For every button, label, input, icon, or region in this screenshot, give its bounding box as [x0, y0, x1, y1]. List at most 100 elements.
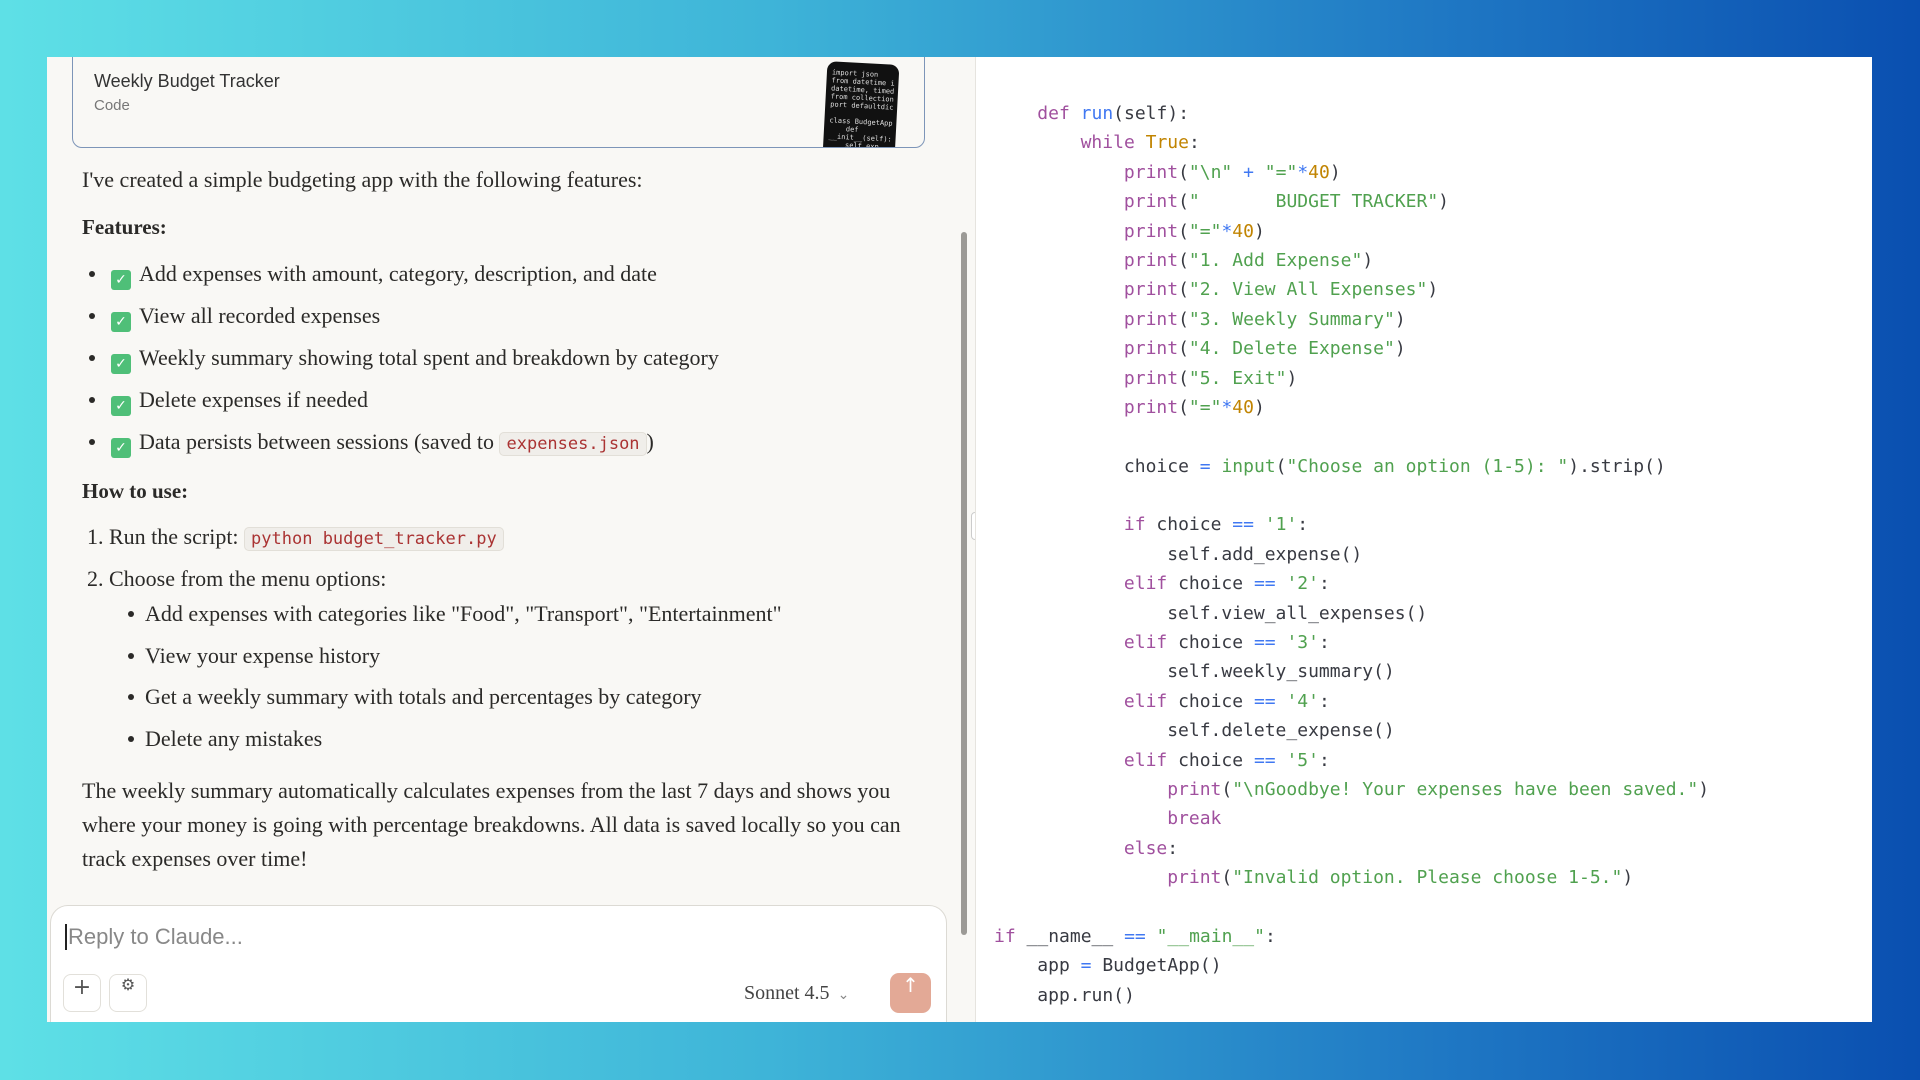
code-token: print: [1123, 396, 1179, 418]
code-line: def run(self):: [994, 99, 1709, 128]
feature-item: ✓Data persists between sessions (saved t…: [111, 428, 654, 458]
artifact-title: Weekly Budget Tracker: [94, 71, 280, 91]
code-token: ): [1438, 191, 1450, 213]
code-token: ).strip(): [1568, 455, 1666, 477]
code-token: :: [1264, 925, 1276, 947]
chat-scrollbar[interactable]: [961, 232, 967, 935]
code-token: ): [1698, 778, 1710, 800]
reply-composer[interactable]: Reply to Claude... + ⚙ Sonnet 4.5 ⌄ ↑: [50, 905, 947, 1022]
code-token: (: [1178, 367, 1189, 389]
feature-text: Data persists between sessions (saved to: [139, 429, 500, 454]
code-token: ==: [1253, 573, 1287, 595]
model-selector[interactable]: Sonnet 4.5 ⌄: [744, 982, 849, 1005]
menu-option-item: Get a weekly summary with totals and per…: [145, 684, 702, 709]
step-2: 2. Choose from the menu options:: [87, 566, 387, 591]
code-token: elif: [1123, 749, 1179, 771]
feature-item: ✓Delete expenses if needed: [111, 386, 368, 416]
code-line: self.add_expense(): [994, 540, 1709, 569]
code-line: app.run(): [994, 981, 1709, 1010]
step-1: 1. Run the script: python budget_tracker…: [87, 523, 504, 553]
code-token: self.delete_expense(): [1167, 720, 1395, 742]
code-line: print("1. Add Expense"): [994, 246, 1709, 275]
bullet: [89, 355, 95, 361]
code-token: ): [1394, 308, 1406, 330]
code-token: "=": [1264, 161, 1298, 183]
check-icon: ✓: [111, 270, 131, 290]
code-line: while True:: [994, 128, 1709, 157]
settings-sliders-icon[interactable]: ⚙: [109, 974, 147, 1012]
chevron-down-icon: ⌄: [837, 987, 850, 1003]
code-line: [994, 481, 1709, 510]
add-icon[interactable]: +: [63, 974, 101, 1012]
code-token: ): [1329, 161, 1341, 183]
feature-item: ✓Weekly summary showing total spent and …: [111, 344, 719, 374]
code-token: while: [1080, 132, 1146, 154]
code-line: if choice == '1':: [994, 510, 1709, 539]
check-icon: ✓: [111, 354, 131, 374]
code-token: (: [1178, 191, 1189, 213]
code-token: run: [1080, 103, 1114, 124]
code-token: :: [1167, 837, 1179, 859]
code-token: "1. Add Expense": [1188, 249, 1363, 271]
artifact-card[interactable]: Weekly Budget Tracker Code import json f…: [72, 57, 925, 148]
code-token: ==: [1253, 690, 1287, 712]
reply-input[interactable]: Reply to Claude...: [65, 924, 243, 950]
code-token: elif: [1123, 632, 1179, 654]
code-token: app.run(): [1037, 984, 1135, 1006]
bullet: [89, 271, 95, 277]
code-line: self.weekly_summary(): [994, 657, 1709, 686]
send-button[interactable]: ↑: [890, 973, 931, 1013]
summary-text: The weekly summary automatically calcula…: [82, 778, 901, 871]
menu-option-item: Delete any mistakes: [145, 725, 323, 751]
code-pane: def run(self):while True:print("\n" + "=…: [975, 57, 1872, 1022]
code-token: "\nGoodbye! Your expenses have been save…: [1232, 778, 1699, 800]
code-token: (: [1221, 778, 1233, 800]
command-code: python budget_tracker.py: [244, 527, 504, 551]
code-token: +: [1232, 161, 1265, 183]
code-line: print("3. Weekly Summary"): [994, 305, 1709, 334]
code-token: self.add_expense(): [1167, 543, 1363, 565]
app-window: Weekly Budget Tracker Code import json f…: [47, 57, 1872, 1022]
code-token: :: [1318, 749, 1330, 771]
code-token: (: [1178, 279, 1189, 301]
code-token: choice: [1178, 573, 1254, 595]
code-token: (: [1178, 338, 1189, 360]
feature-item: ✓Add expenses with amount, category, des…: [111, 260, 657, 290]
chat-pane: Weekly Budget Tracker Code import json f…: [47, 57, 979, 1022]
code-token: "__main__": [1156, 925, 1265, 947]
model-name: Sonnet 4.5: [744, 982, 830, 1004]
code-line: [994, 422, 1709, 451]
code-token: print: [1123, 367, 1179, 389]
code-token: break: [1167, 808, 1222, 830]
code-line: elif choice == '5':: [994, 746, 1709, 775]
code-token: choice: [1178, 632, 1254, 654]
feature-text: Delete expenses if needed: [139, 387, 369, 412]
code-line: elif choice == '2':: [994, 569, 1709, 598]
code-token: elif: [1123, 573, 1179, 595]
code-token: (: [1178, 220, 1189, 242]
code-token: "4. Delete Expense": [1188, 338, 1395, 360]
artifact-thumbnail: import json from datetime i datetime, ti…: [822, 61, 900, 147]
code-token: ): [1253, 220, 1265, 242]
code-token: ==: [1253, 749, 1287, 771]
code-line: break: [994, 804, 1709, 833]
code-line: app = BudgetApp(): [994, 951, 1709, 980]
code-token: " BUDGET TRACKER": [1188, 191, 1439, 213]
code-token: choice: [1156, 514, 1233, 536]
code-line: print("4. Delete Expense"): [994, 334, 1709, 363]
code-token: choice: [1178, 749, 1254, 771]
code-token: ): [1394, 338, 1406, 360]
code-line: print("\n" + "="*40): [994, 158, 1709, 187]
code-token: *: [1221, 220, 1233, 242]
code-line: self.delete_expense(): [994, 716, 1709, 745]
code-token: ): [1362, 249, 1374, 271]
code-token: (: [1178, 249, 1189, 271]
code-token: print: [1167, 867, 1222, 889]
code-token: :: [1318, 632, 1330, 654]
code-token: print: [1123, 220, 1179, 242]
code-token: 40: [1232, 220, 1254, 242]
code-token: ): [1622, 867, 1634, 889]
bullet: [128, 652, 134, 659]
code-line: if __name__ == "__main__":: [994, 922, 1709, 951]
code-token: (self):: [1113, 103, 1190, 124]
